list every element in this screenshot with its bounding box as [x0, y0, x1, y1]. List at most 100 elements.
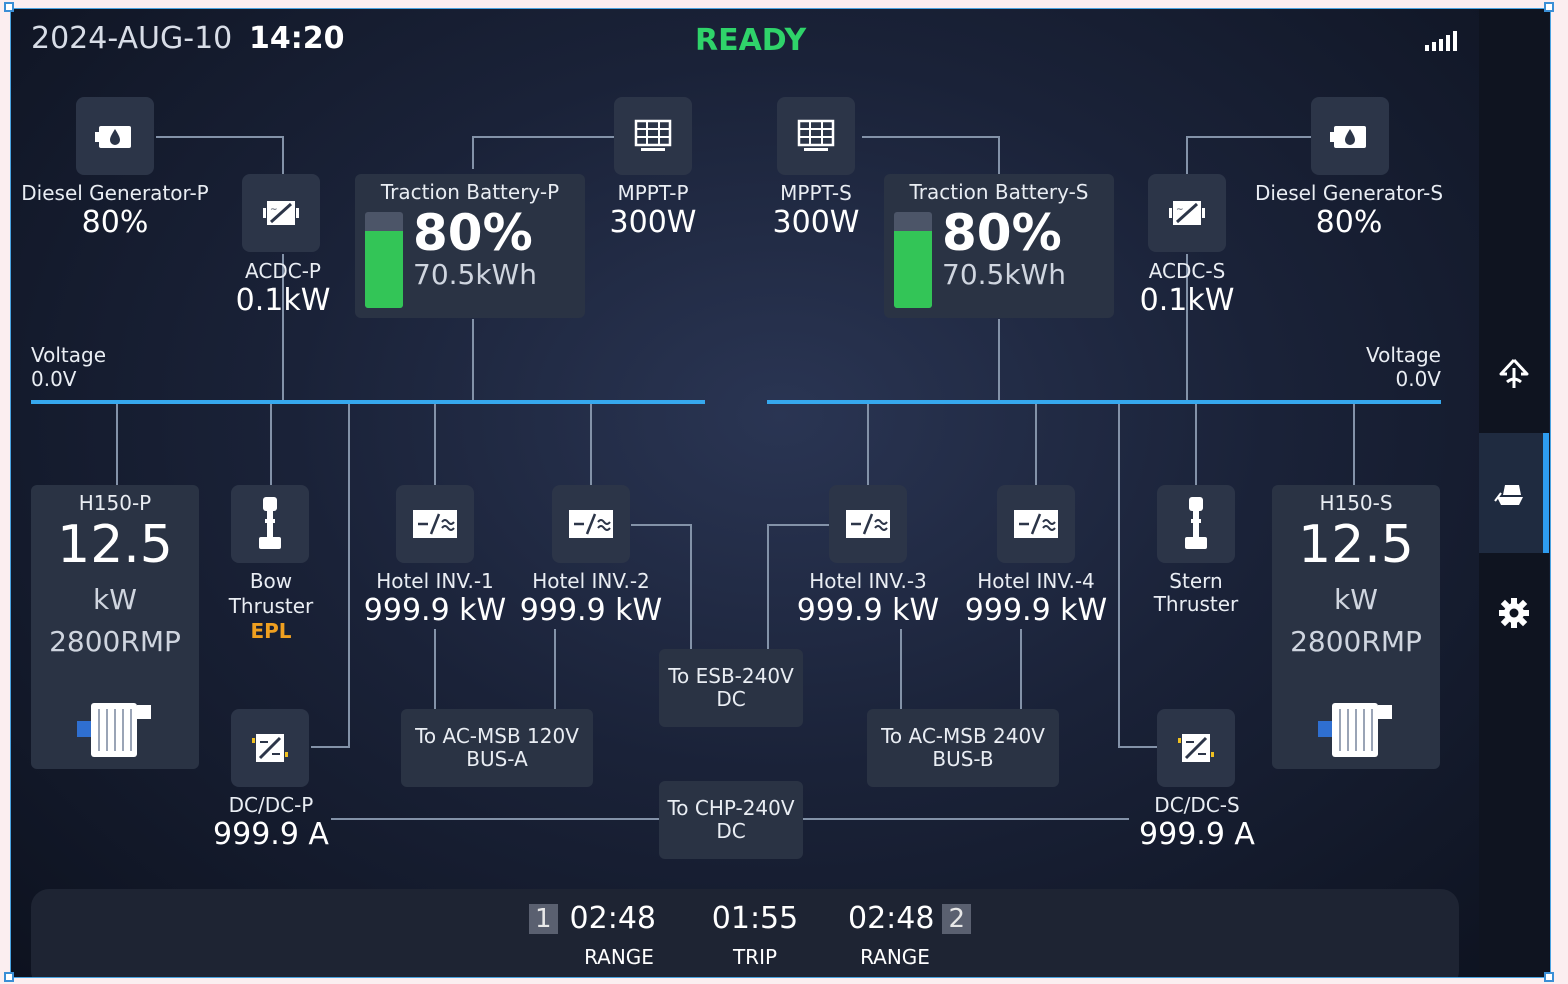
mppt-p-label: MPPT-P: [617, 181, 689, 205]
motor-p-rpm: 2800RMP: [49, 625, 181, 658]
traction-battery-p-energy: 70.5kWh: [413, 258, 537, 291]
sidebar-item-upload[interactable]: [1479, 313, 1549, 433]
mppt-s-label: MPPT-S: [780, 181, 852, 205]
diesel-generator-p-value: 80%: [81, 205, 149, 240]
signal-strength-icon: [1425, 29, 1461, 55]
battery-p-level-icon: [365, 212, 403, 308]
diesel-generator-s-label: Diesel Generator-S: [1254, 181, 1444, 205]
motor-s-value: 12.5: [1298, 515, 1414, 575]
diesel-generator-s-tile[interactable]: [1311, 97, 1389, 175]
dcdc-s-tile[interactable]: [1157, 709, 1235, 787]
mppt-s-value: 300W: [772, 205, 860, 240]
converter-icon: ~: [1169, 201, 1205, 225]
mppt-p-tile[interactable]: [614, 97, 692, 175]
traction-battery-s-label: Traction Battery-S: [909, 180, 1089, 204]
mppt-p-value: 300W: [609, 205, 697, 240]
mppt-s-tile[interactable]: [777, 97, 855, 175]
bow-thruster-label-2: Thruster: [228, 594, 314, 618]
dcdc-p-tile[interactable]: [231, 709, 309, 787]
upload-arrow-icon: [1499, 358, 1529, 388]
hotel-inv-4-value: 999.9 kW: [964, 593, 1108, 628]
voltage-s-value: 0.0V: [1395, 367, 1442, 391]
hotel-inv-1-value: 999.9 kW: [363, 593, 507, 628]
dcdc-converter-icon: [1178, 734, 1214, 762]
svg-text:~: ~: [270, 205, 278, 215]
resize-handle-top-left[interactable]: [4, 2, 14, 12]
hotel-inv-4-tile[interactable]: [997, 485, 1075, 563]
esb-line1: To ESB-240V: [668, 664, 794, 688]
dcdc-converter-icon: [252, 734, 288, 762]
electric-motor-icon: [77, 703, 151, 757]
hotel-inv-3-value: 999.9 kW: [796, 593, 940, 628]
voltage-s-label: Voltage: [1365, 343, 1441, 367]
bow-thruster-tile[interactable]: [231, 485, 309, 563]
sidebar: [1479, 9, 1549, 977]
motor-s-rpm: 2800RMP: [1290, 625, 1422, 658]
trip-label: TRIP: [732, 945, 778, 969]
motor-p-unit: kW: [93, 583, 137, 616]
voltage-p-label: Voltage: [31, 343, 107, 367]
range-2-label: RANGE: [860, 945, 930, 969]
motor-s-unit: kW: [1334, 583, 1378, 616]
acdc-s-value: 0.1kW: [1139, 283, 1235, 318]
stern-thruster-tile[interactable]: [1157, 485, 1235, 563]
resize-handle-bottom-left[interactable]: [4, 972, 14, 982]
diesel-generator-s-value: 80%: [1315, 205, 1383, 240]
resize-handle-bottom-right[interactable]: [1544, 972, 1554, 982]
diesel-generator-p-tile[interactable]: [76, 97, 154, 175]
date-text: 2024-AUG-10: [31, 21, 233, 56]
solar-panel-icon: [634, 119, 672, 151]
power-flow-diagram: 2024-AUG-10 14:20 READY Diesel Generator…: [11, 9, 1479, 977]
esb-240v-box[interactable]: To ESB-240V DC: [659, 649, 803, 727]
chp-240v-box[interactable]: To CHP-240V DC: [659, 781, 803, 859]
dc-bus-s: [767, 400, 1441, 404]
converter-icon: ~: [263, 201, 299, 225]
ac-msb-bus-b-box[interactable]: To AC-MSB 240V BUS-B: [867, 709, 1059, 787]
range-2-group: 02:48 2: [848, 901, 972, 936]
battery-s-level-icon: [894, 212, 932, 308]
inverter-icon: [846, 510, 890, 538]
resize-handle-top-right[interactable]: [1544, 2, 1554, 12]
hotel-inv-2-label: Hotel INV.-2: [532, 569, 650, 593]
connection-lines: [116, 136, 1355, 820]
range-1-label: RANGE: [584, 945, 654, 969]
hotel-inv-2-tile[interactable]: [552, 485, 630, 563]
acdc-p-label: ACDC-P: [245, 259, 321, 283]
motor-h150-p-panel[interactable]: H150-P 12.5 kW 2800RMP: [31, 485, 199, 769]
ac-msb-bus-a-line2: BUS-A: [466, 747, 528, 771]
ac-msb-bus-a-box[interactable]: To AC-MSB 120V BUS-A: [401, 709, 593, 787]
hotel-inv-3-tile[interactable]: [829, 485, 907, 563]
range-2-time: 02:48: [848, 901, 935, 936]
motor-p-label: H150-P: [78, 491, 152, 515]
trip-time: 01:55: [711, 901, 799, 936]
electric-motor-icon: [1318, 703, 1392, 757]
app-window: 2024-AUG-10 14:20 READY Diesel Generator…: [10, 8, 1551, 978]
svg-text:~: ~: [1176, 205, 1184, 215]
traction-battery-s-energy: 70.5kWh: [942, 258, 1066, 291]
acdc-p-tile[interactable]: ~: [242, 174, 320, 252]
diesel-generator-p-label: Diesel Generator-P: [21, 181, 209, 205]
acdc-s-tile[interactable]: ~: [1148, 174, 1226, 252]
generator-icon: [1330, 126, 1366, 148]
range-1-time: 02:48: [569, 901, 657, 936]
thruster-icon: [1185, 497, 1207, 549]
traction-battery-p-label: Traction Battery-P: [380, 180, 560, 204]
dcdc-s-value: 999.9 A: [1139, 817, 1255, 852]
esb-line2: DC: [716, 687, 746, 711]
sidebar-item-settings[interactable]: [1479, 553, 1549, 673]
sidebar-item-ship[interactable]: [1479, 433, 1549, 553]
inverter-icon: [413, 510, 457, 538]
motor-h150-s-panel[interactable]: H150-S 12.5 kW 2800RMP: [1272, 485, 1440, 769]
range-1-badge: 1: [529, 903, 558, 934]
bow-thruster-label-1: Bow: [249, 569, 293, 593]
dcdc-p-label: DC/DC-P: [228, 793, 314, 817]
chp-line2: DC: [716, 819, 746, 843]
ship-icon: [1494, 485, 1523, 505]
traction-battery-p-panel[interactable]: Traction Battery-P 80% 70.5kWh: [355, 174, 585, 318]
motor-s-label: H150-S: [1319, 491, 1393, 515]
dc-bus-p: [31, 400, 705, 404]
status-text: READY: [695, 23, 807, 58]
inverter-icon: [1014, 510, 1058, 538]
traction-battery-s-panel[interactable]: Traction Battery-S 80% 70.5kWh: [884, 174, 1114, 318]
hotel-inv-1-tile[interactable]: [396, 485, 474, 563]
